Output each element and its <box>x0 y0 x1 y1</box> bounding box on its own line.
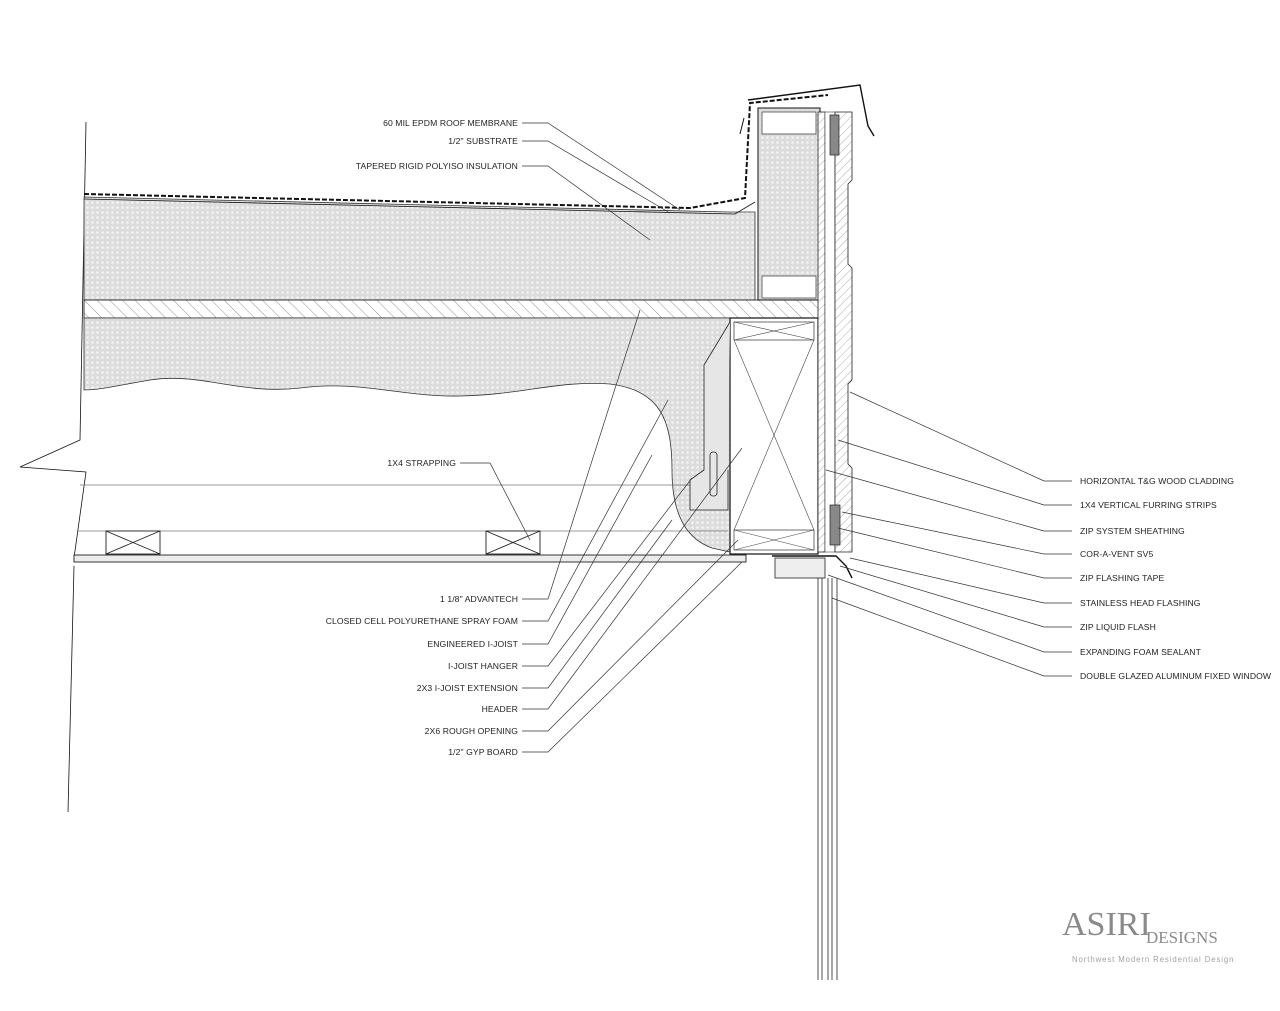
label-sprayfoam: CLOSED CELL POLYURETHANE SPRAY FOAM <box>326 616 518 626</box>
logo-tagline: Northwest Modern Residential Design <box>1072 955 1234 964</box>
label-gyp: 1/2" GYP BOARD <box>448 747 518 757</box>
cor-a-vent-bottom <box>829 504 841 546</box>
logo-suffix: DESIGNS <box>1146 928 1218 947</box>
substrate-line <box>83 198 756 215</box>
labels-left: 60 MIL EPDM ROOF MEMBRANE 1/2" SUBSTRATE… <box>326 118 519 757</box>
label-window: DOUBLE GLAZED ALUMINUM FIXED WINDOW <box>1080 671 1272 681</box>
polyiso-insulation <box>83 196 756 301</box>
spray-foam <box>83 317 731 553</box>
label-epdm: 60 MIL EPDM ROOF MEMBRANE <box>383 118 518 128</box>
head-flashing <box>772 555 853 579</box>
header-block <box>729 317 819 555</box>
label-liquid: ZIP LIQUID FLASH <box>1080 622 1156 632</box>
epdm-membrane <box>83 94 829 210</box>
label-furring: 1X4 VERTICAL FURRING STRIPS <box>1080 500 1217 510</box>
logo-name: ASIRI <box>1062 906 1151 943</box>
label-rough-opening: 2X6 ROUGH OPENING <box>425 726 519 736</box>
gyp-board <box>73 554 747 563</box>
parapet <box>739 84 875 301</box>
label-zip: ZIP SYSTEM SHEATHING <box>1080 526 1185 536</box>
ceiling-lines <box>78 484 728 532</box>
label-header: HEADER <box>482 704 518 714</box>
advantech-deck <box>83 299 820 319</box>
leader-lines-left <box>460 122 743 753</box>
label-polyiso: TAPERED RIGID POLYISO INSULATION <box>356 161 518 171</box>
zip-sheathing <box>817 111 826 553</box>
cor-a-vent <box>829 114 840 156</box>
labels-right: HORIZONTAL T&G WOOD CLADDING 1X4 VERTICA… <box>1080 476 1272 681</box>
label-cladding: HORIZONTAL T&G WOOD CLADDING <box>1080 476 1234 486</box>
window-glazing <box>817 578 838 980</box>
label-ijoist: ENGINEERED I-JOIST <box>427 639 518 649</box>
logo: ASIRI DESIGNS Northwest Modern Residenti… <box>1062 906 1234 964</box>
label-corvent: COR-A-VENT SV5 <box>1080 549 1153 559</box>
label-foamseal: EXPANDING FOAM SEALANT <box>1080 647 1202 657</box>
label-advantech: 1 1/8" ADVANTECH <box>440 594 518 604</box>
label-substrate: 1/2" SUBSTRATE <box>448 136 518 146</box>
label-ziptape: ZIP FLASHING TAPE <box>1080 573 1164 583</box>
break-line <box>19 121 87 813</box>
furring-strips <box>824 111 836 553</box>
label-strapping: 1X4 STRAPPING <box>387 458 456 468</box>
i-joist-hanger <box>689 321 731 511</box>
label-headflash: STAINLESS HEAD FLASHING <box>1080 598 1201 608</box>
window-frame-head <box>774 557 826 579</box>
leader-lines-right <box>825 391 1072 677</box>
label-extension: 2X3 I-JOIST EXTENSION <box>417 683 518 693</box>
strapping-blocks <box>105 530 541 555</box>
wood-cladding <box>834 111 853 553</box>
label-hanger: I-JOIST HANGER <box>448 661 518 671</box>
